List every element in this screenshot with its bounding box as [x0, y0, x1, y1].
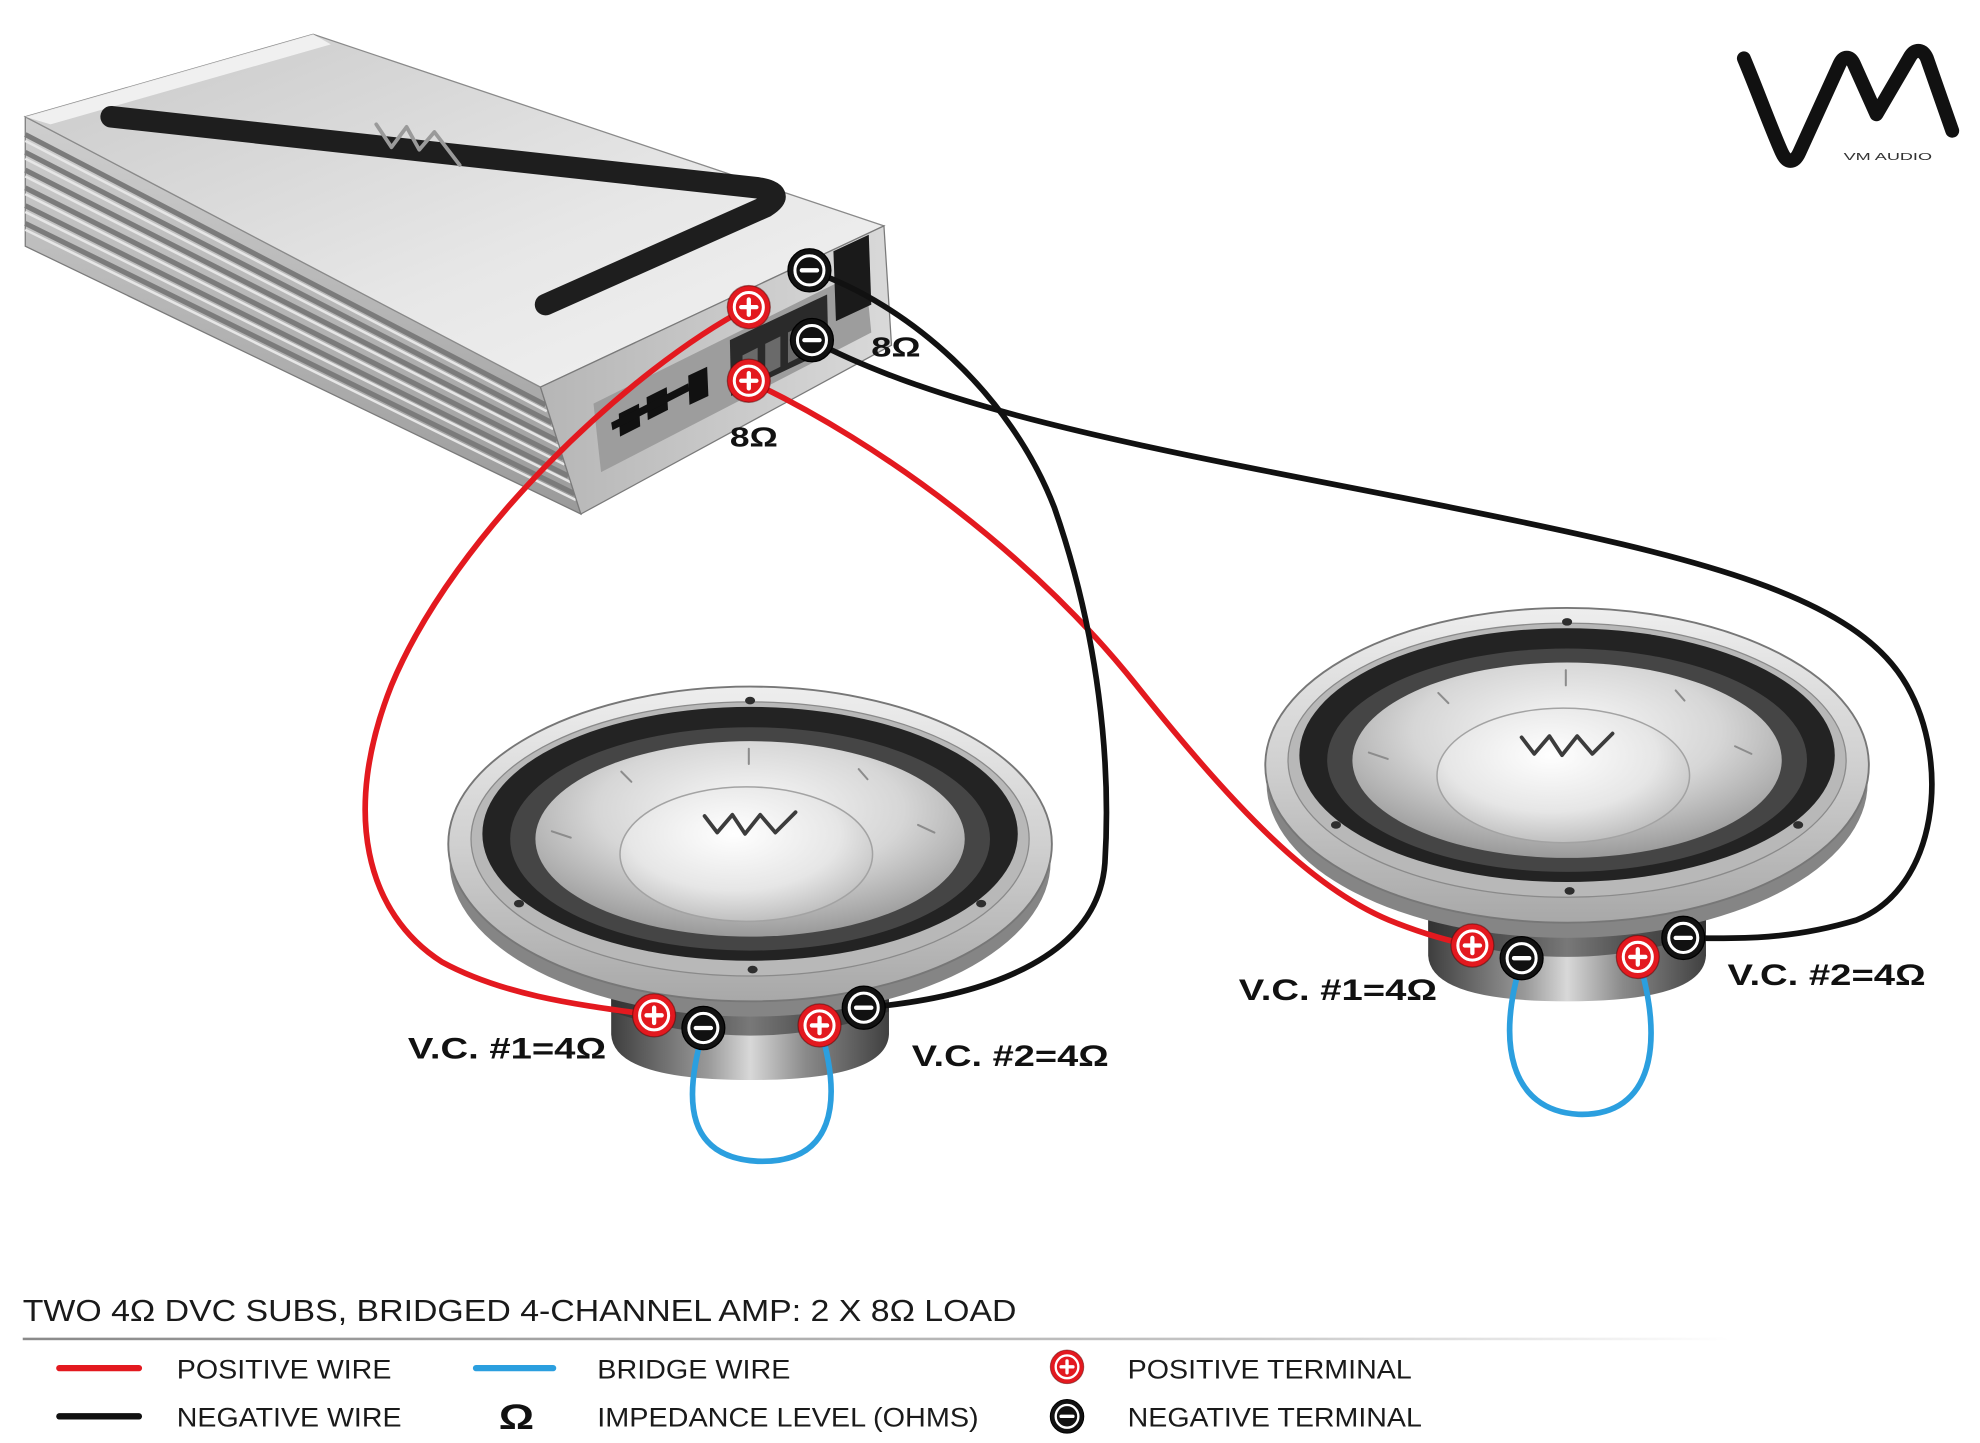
amp-rca-inputs: [611, 366, 709, 437]
sub1-vc1-label: V.C. #1=4Ω: [408, 1033, 606, 1065]
sub1-vc2-positive-terminal: [798, 1004, 841, 1047]
positive-wire-to-sub1: [362, 304, 752, 1019]
sub2-vc1-label: V.C. #1=4Ω: [1239, 975, 1437, 1007]
sub1-vc1-negative-terminal: [682, 1006, 725, 1049]
sub2-vc2-positive-terminal: [1616, 935, 1659, 978]
positive-terminal-legend-icon: [1048, 1348, 1086, 1386]
positive-terminal-legend-label: POSITIVE TERMINAL: [1128, 1354, 1412, 1384]
amp-negative-terminal-2: [790, 319, 833, 362]
negative-terminal-legend-label: NEGATIVE TERMINAL: [1128, 1402, 1422, 1432]
bridge-wire-legend-label: BRIDGE WIRE: [597, 1354, 790, 1384]
positive-wire-legend-label: POSITIVE WIRE: [177, 1354, 392, 1384]
sub1-vc2-negative-terminal: [842, 986, 885, 1029]
impedance-symbol: Ω: [499, 1397, 534, 1437]
amp-channel-impedance-label: 8Ω: [730, 422, 778, 453]
legend-divider: [22, 1337, 1730, 1341]
subwoofer-1: [446, 684, 1054, 1082]
amp-positive-terminal-2: [727, 359, 770, 402]
sub1-vc1-positive-terminal: [633, 994, 676, 1037]
negative-wire-legend-label: NEGATIVE WIRE: [177, 1402, 402, 1432]
amp-power-socket: [833, 234, 872, 322]
sub2-vc1-positive-terminal: [1451, 924, 1494, 967]
negative-wire-to-sub2: [809, 337, 1935, 942]
impedance-level-legend-label: IMPEDANCE LEVEL (OHMS): [597, 1402, 978, 1432]
negative-terminal-legend-icon: [1048, 1397, 1086, 1435]
wires: [362, 267, 1935, 1165]
amp-heatsink-ridges: [24, 132, 577, 502]
sub2-vc1-negative-terminal: [1500, 937, 1543, 980]
vm-logo-mark: [1736, 43, 1960, 168]
sub1-vc2-label: V.C. #2=4Ω: [912, 1041, 1109, 1073]
bridge-wire-sub2: [1506, 954, 1654, 1118]
sub2-vc2-negative-terminal: [1662, 916, 1705, 959]
amp-top-stripe: [100, 105, 786, 316]
diagram-title: TWO 4Ω DVC SUBS, BRIDGED 4-CHANNEL AMP: …: [23, 1294, 1017, 1328]
amp-negative-terminal-1: [788, 249, 831, 292]
sub2-vc2-label: V.C. #2=4Ω: [1727, 960, 1925, 992]
bridge-wire-sub1: [689, 1022, 834, 1165]
impedance-labels: 8Ω 8Ω V.C. #1=4Ω V.C. #2=4Ω V.C. #1=4Ω V…: [408, 332, 1926, 1074]
positive-wire-to-sub2: [745, 377, 1476, 949]
amp-vm-logo: [374, 122, 462, 167]
legend: TWO 4Ω DVC SUBS, BRIDGED 4-CHANNEL AMP: …: [22, 1294, 1730, 1437]
negative-wire-to-sub1: [806, 267, 1110, 1011]
amp-channel-impedance-label: 8Ω: [871, 332, 920, 363]
logo-caption: VM AUDIO: [1844, 152, 1933, 163]
vm-audio-logo: VM AUDIO: [1736, 43, 1960, 168]
subwoofer-2: [1263, 606, 1871, 1004]
amp-top-bevel: [25, 34, 331, 125]
amp-positive-terminal-1: [727, 286, 770, 329]
